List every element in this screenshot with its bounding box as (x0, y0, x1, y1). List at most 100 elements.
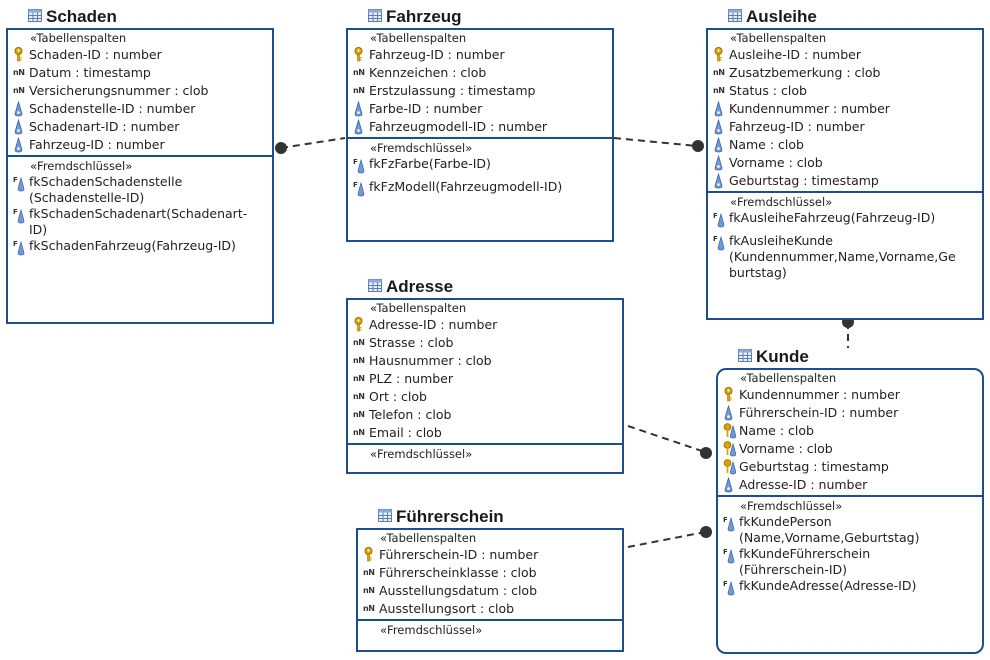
entity-title: Schaden (28, 7, 117, 27)
primary-key-icon (723, 386, 737, 403)
column-row[interactable]: Vorname : clob (708, 154, 982, 172)
column-row[interactable]: Farbe-ID : number (348, 100, 612, 118)
column-label: Strasse : clob (369, 335, 454, 350)
table-icon (28, 7, 42, 27)
not-null-icon: nN (353, 86, 365, 95)
foreign-key-icon (713, 100, 727, 117)
connector-end-dot (275, 142, 287, 154)
table-icon (738, 347, 752, 367)
primary-key-icon (363, 546, 377, 563)
entity-body: «Tabellenspalten Adresse-ID : number nN St… (346, 298, 624, 474)
section-divider (348, 443, 622, 445)
column-row[interactable]: Geburtstag : timestamp (708, 172, 982, 190)
column-label: Kennzeichen : clob (369, 65, 487, 80)
column-row[interactable]: Kundennummer : number (718, 386, 982, 404)
connector-end-dot (692, 140, 704, 152)
foreign-key-constraint-icon: F (13, 206, 27, 229)
column-row[interactable]: Geburtstag : timestamp (718, 458, 982, 476)
foreign-key-label: fkFzFarbe(Farbe-ID) (369, 156, 491, 171)
column-label: Kundennummer : number (729, 101, 890, 116)
column-row[interactable]: Fahrzeug-ID : number (708, 118, 982, 136)
column-label: Adresse-ID : number (369, 317, 498, 332)
fk-header: «Fremdschlüssel» (30, 159, 133, 173)
column-row[interactable]: Adresse-ID : number (348, 316, 622, 334)
column-label: Geburtstag : timestamp (729, 173, 879, 188)
foreign-key-constraint-icon: F (13, 174, 27, 197)
not-null-icon: nN (713, 86, 725, 95)
not-null-icon: nN (353, 428, 365, 437)
column-row[interactable]: Name : clob (708, 136, 982, 154)
column-row[interactable]: Name : clob (718, 422, 982, 440)
svg-text:F: F (13, 176, 18, 184)
column-row[interactable]: Kundennummer : number (708, 100, 982, 118)
columns-header: «Tabellenspalten (30, 31, 127, 45)
foreign-key-constraint-icon: F (713, 210, 727, 233)
column-row[interactable]: Fahrzeugmodell-ID : number (348, 118, 612, 136)
column-label: Schadenstelle-ID : number (29, 101, 196, 116)
column-label: Geburtstag : timestamp (739, 459, 889, 474)
not-null-icon: nN (363, 568, 375, 577)
column-row[interactable]: Fahrzeug-ID : number (348, 46, 612, 64)
not-null-icon: nN (363, 604, 375, 613)
section-divider (358, 619, 622, 621)
foreign-key-constraint-icon: F (353, 179, 367, 202)
column-row[interactable]: Ausleihe-ID : number (708, 46, 982, 64)
foreign-key-icon (713, 118, 727, 135)
column-label: Vorname : clob (729, 155, 823, 170)
column-row[interactable]: Führerschein-ID : number (718, 404, 982, 422)
column-row[interactable]: Schaden-ID : number (8, 46, 272, 64)
columns-header: «Tabellenspalten (740, 371, 837, 385)
column-row[interactable]: Adresse-ID : number (718, 476, 982, 494)
column-row[interactable]: Fahrzeug-ID : number (8, 136, 272, 154)
column-label: Fahrzeug-ID : number (29, 137, 165, 152)
primary-foreign-key-icon (723, 458, 737, 475)
entity-title: Fahrzeug (368, 7, 462, 27)
not-null-icon: nN (13, 86, 25, 95)
column-row[interactable]: Führerschein-ID : number (358, 546, 622, 564)
column-row[interactable]: nN Strasse : clob (348, 334, 622, 352)
columns-header: «Tabellenspalten (370, 301, 467, 315)
foreign-key-label: fkFzModell(Fahrzeugmodell-ID) (369, 179, 563, 194)
column-row[interactable]: Schadenart-ID : number (8, 118, 272, 136)
section-divider (348, 137, 612, 139)
not-null-icon: nN (353, 374, 365, 383)
columns-header: «Tabellenspalten (370, 31, 467, 45)
table-icon (368, 7, 382, 27)
column-row[interactable]: Vorname : clob (718, 440, 982, 458)
column-label: Name : clob (739, 423, 814, 438)
column-row[interactable]: Schadenstelle-ID : number (8, 100, 272, 118)
section-divider (708, 191, 982, 193)
not-null-icon: nN (353, 338, 365, 347)
primary-key-icon (353, 316, 367, 333)
